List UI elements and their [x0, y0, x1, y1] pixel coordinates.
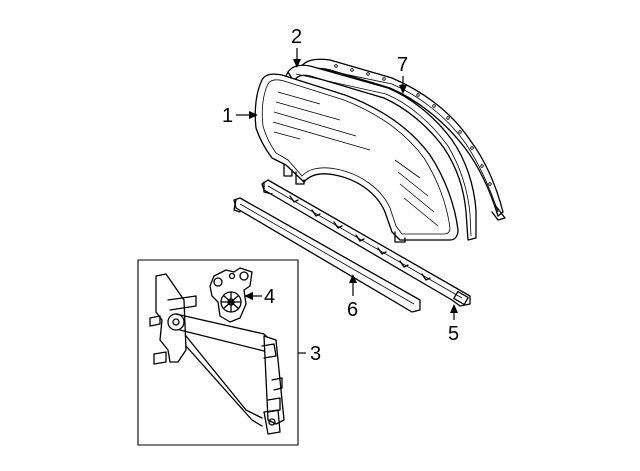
- callout-1: 1: [222, 105, 258, 127]
- callout-7: 7: [397, 54, 408, 94]
- window-regulator-3: [149, 273, 285, 435]
- callout-4: 4: [244, 286, 275, 308]
- belt-weatherstrip-5: [261, 179, 471, 307]
- callout-5: 5: [448, 304, 459, 345]
- belt-clips: [289, 195, 431, 281]
- weatherstrip-clips: [334, 64, 492, 186]
- callout-4-label: 4: [264, 286, 275, 308]
- callout-1-label: 1: [222, 105, 233, 127]
- callout-3-label: 3: [310, 343, 321, 365]
- callout-7-label: 7: [397, 54, 408, 76]
- regulator-motor-4: [209, 267, 253, 323]
- callout-2-label: 2: [291, 26, 302, 48]
- callout-6: 6: [347, 274, 358, 321]
- callout-3: 3: [298, 343, 321, 365]
- callout-2: 2: [291, 26, 302, 68]
- inner-belt-strip-6: [233, 197, 421, 313]
- glass-defroster-lines: [272, 91, 439, 227]
- callout-6-label: 6: [347, 299, 358, 321]
- door-glass-1: [254, 73, 459, 243]
- callout-5-label: 5: [448, 323, 459, 345]
